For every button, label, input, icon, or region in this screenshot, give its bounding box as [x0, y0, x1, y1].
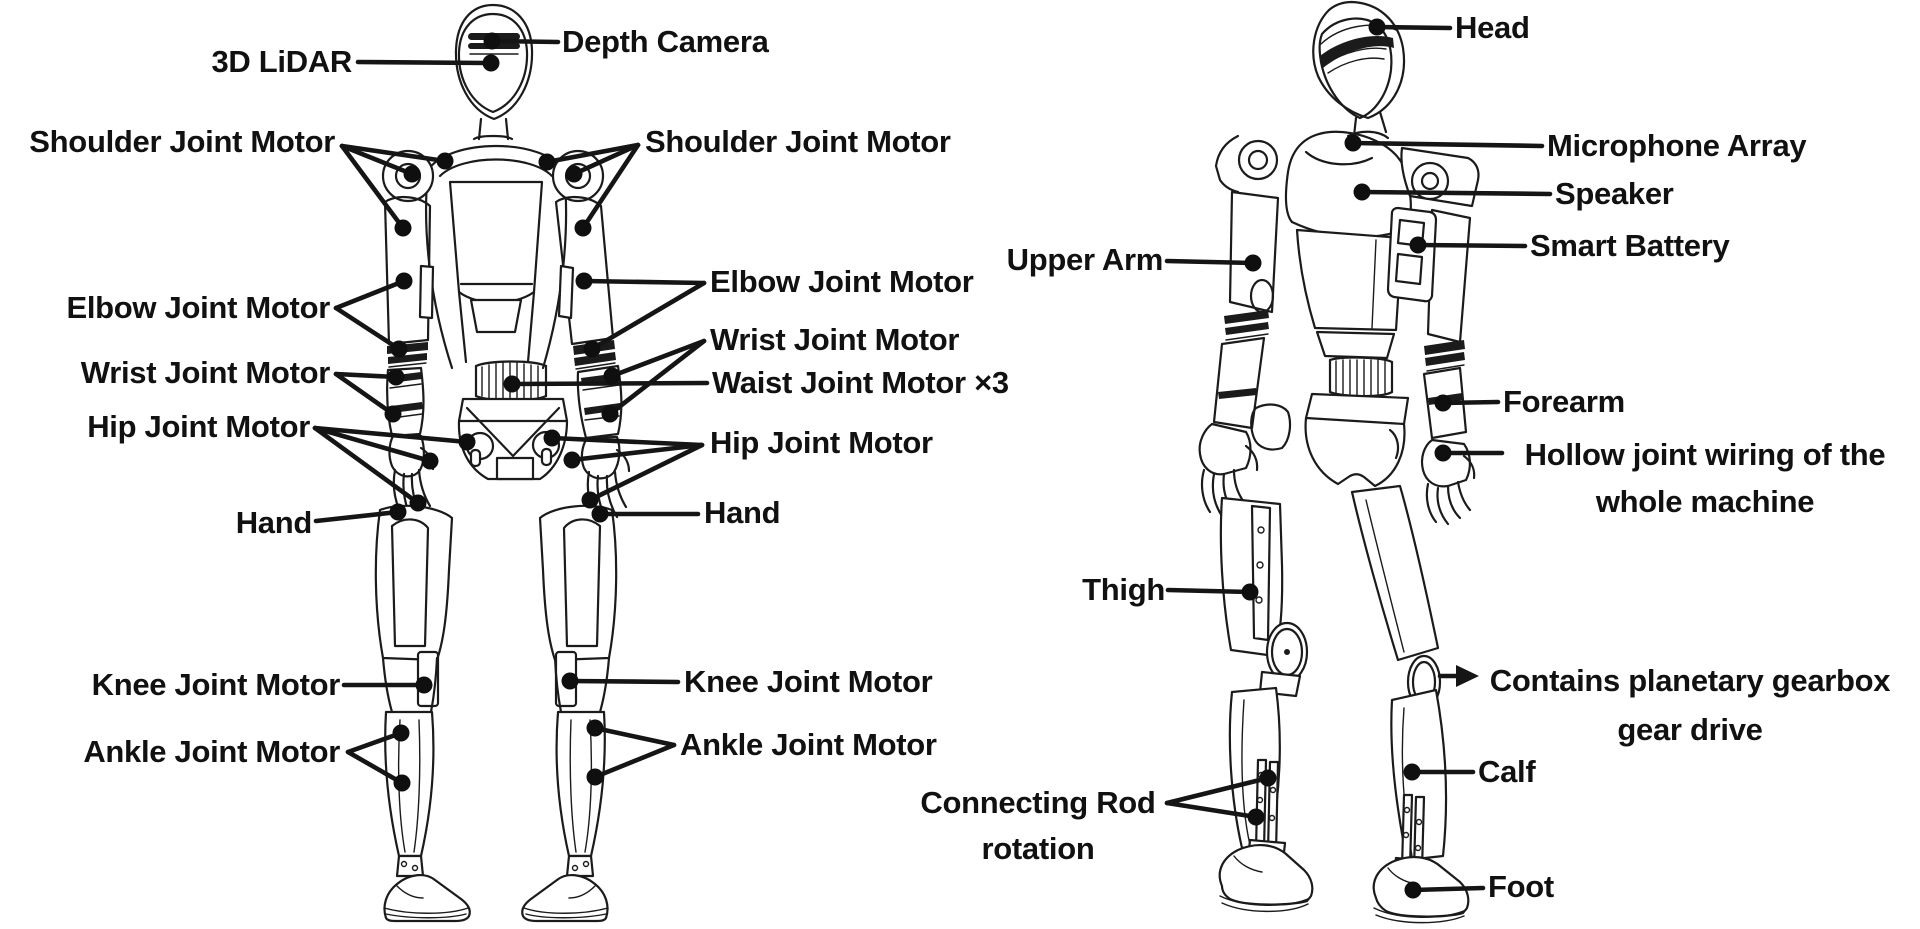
label-microphone-array: Microphone Array	[1547, 128, 1807, 163]
label-upper-arm: Upper Arm	[1006, 242, 1164, 277]
label-thigh: Thigh	[1082, 572, 1165, 607]
label-forearm: Forearm	[1503, 384, 1625, 419]
label-connecting-rod-line2: rotation	[981, 831, 1095, 866]
label-elbow-joint-motor-left: Elbow Joint Motor	[66, 290, 330, 325]
callout-leader-lines	[312, 24, 1553, 893]
label-elbow-joint-motor-right: Elbow Joint Motor	[710, 264, 974, 299]
label-ankle-joint-motor-left: Ankle Joint Motor	[83, 734, 340, 769]
label-hollow-joint-wiring: Hollow joint wiring of the whole machine	[1495, 431, 1915, 525]
label-connecting-rod: Connecting Rod rotation	[888, 780, 1188, 872]
label-planetary-gearbox-line2: gear drive	[1617, 712, 1763, 747]
label-shoulder-joint-motor-right: Shoulder Joint Motor	[645, 124, 951, 159]
label-planetary-gearbox: Contains planetary gearbox gear drive	[1462, 656, 1918, 754]
label-smart-battery: Smart Battery	[1530, 228, 1730, 263]
label-depth-camera: Depth Camera	[562, 24, 769, 59]
label-connecting-rod-line1: Connecting Rod	[920, 785, 1156, 820]
label-knee-joint-motor-right: Knee Joint Motor	[684, 664, 933, 699]
label-ankle-joint-motor-right: Ankle Joint Motor	[680, 727, 937, 762]
label-waist-joint-motor: Waist Joint Motor ×3	[712, 365, 1009, 400]
label-speaker: Speaker	[1555, 176, 1674, 211]
label-shoulder-joint-motor-left: Shoulder Joint Motor	[29, 124, 335, 159]
label-foot: Foot	[1488, 869, 1554, 904]
label-planetary-gearbox-line1: Contains planetary gearbox	[1489, 663, 1891, 698]
label-hand-right: Hand	[704, 495, 781, 530]
label-hand-left: Hand	[235, 505, 313, 540]
label-knee-joint-motor-left: Knee Joint Motor	[91, 667, 341, 702]
arrow-right-icon	[1456, 665, 1479, 687]
label-hollow-joint-wiring-line2: whole machine	[1595, 484, 1815, 519]
side-view-robot-drawing	[1198, 0, 1480, 924]
label-wrist-joint-motor-right: Wrist Joint Motor	[710, 322, 960, 357]
label-calf: Calf	[1478, 754, 1536, 789]
label-head: Head	[1455, 10, 1530, 45]
label-3d-lidar: 3D LiDAR	[211, 44, 352, 79]
label-wrist-joint-motor-left: Wrist Joint Motor	[80, 355, 331, 390]
callout-dots	[384, 18, 1452, 899]
label-hollow-joint-wiring-line1: Hollow joint wiring of the	[1524, 437, 1886, 472]
label-hip-joint-motor-left: Hip Joint Motor	[87, 409, 310, 444]
label-hip-joint-motor-right: Hip Joint Motor	[710, 425, 933, 460]
front-view-robot-drawing	[374, 3, 631, 923]
